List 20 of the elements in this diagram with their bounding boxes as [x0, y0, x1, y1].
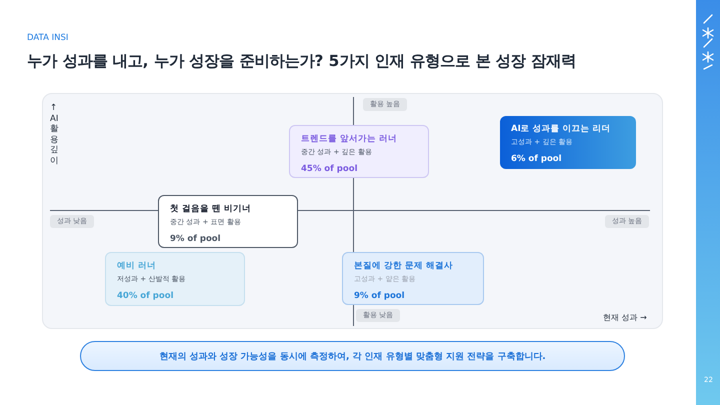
type-card	[342, 252, 484, 305]
pool-share: 9% of pool	[170, 234, 222, 245]
card-title: 트렌드를 앞서가는 러너	[301, 134, 398, 145]
type-card	[500, 116, 636, 169]
card-title: 본질에 강한 문제 해결사	[354, 261, 454, 272]
type-card	[289, 125, 429, 178]
pool-share: 40% of pool	[117, 291, 174, 302]
pool-share: 9% of pool	[354, 291, 406, 302]
type-card	[158, 195, 298, 248]
section-tag: DATA INSI	[27, 33, 68, 43]
type-card	[105, 252, 245, 306]
pool-share: 6% of pool	[511, 154, 563, 165]
axis-title: ↑ AI 활용 깊이	[50, 103, 60, 166]
pool-share: 45% of pool	[301, 164, 358, 175]
card-title: AI로 성과를 이끄는 리더	[511, 124, 612, 135]
axis-title: 현재 성과 →	[603, 313, 647, 323]
card-title: 첫 걸음을 뗀 비기너	[170, 204, 252, 215]
card-title: 예비 러너	[117, 261, 157, 272]
page-title: 누가 성과를 내고, 누가 성장을 준비하는가? 5가지 인재 유형으로 본 성장 잠재력	[27, 51, 576, 72]
summary-banner: 현재의 성과와 성장 가능성을 동시에 측정하여, 각 인재 유형별 맞춤형 지원 전략을 구축합니다.	[80, 341, 625, 371]
